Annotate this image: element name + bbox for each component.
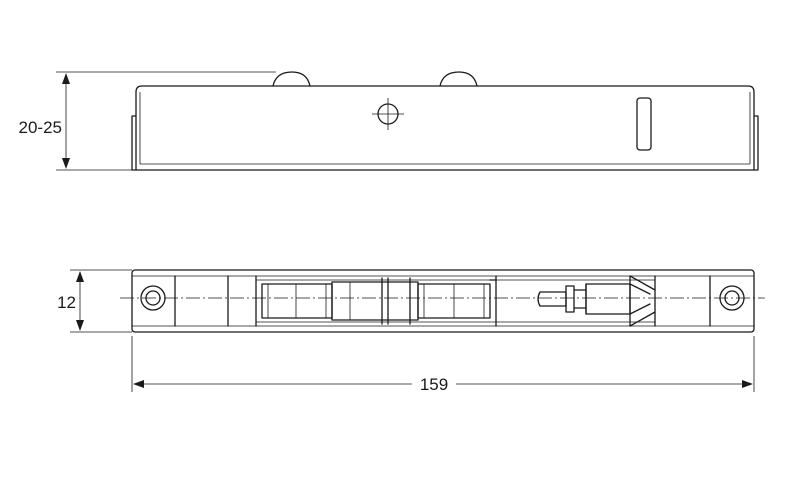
side-view (131, 71, 759, 171)
roller-left (272, 71, 311, 87)
height-label: 20-25 (19, 118, 62, 137)
center-block (331, 281, 419, 321)
roller-housing-right (417, 283, 491, 319)
width-label: 12 (57, 293, 76, 312)
roller-housing-left (261, 283, 333, 319)
side-end-left (131, 115, 137, 171)
adjuster-collar (565, 285, 575, 313)
length-dimension: 159 (131, 336, 755, 394)
width-dimension: 12 (57, 269, 132, 333)
top-view (120, 269, 765, 333)
adjuster-pin (537, 291, 567, 307)
side-body (135, 85, 755, 171)
length-label: 159 (420, 375, 448, 394)
adjuster-body (585, 283, 631, 315)
spring-guide (629, 275, 656, 327)
height-dimension: 20-25 (19, 71, 276, 171)
side-slot (636, 97, 652, 151)
top-body (131, 269, 755, 333)
side-end-right (753, 115, 759, 171)
roller-right (439, 71, 478, 87)
